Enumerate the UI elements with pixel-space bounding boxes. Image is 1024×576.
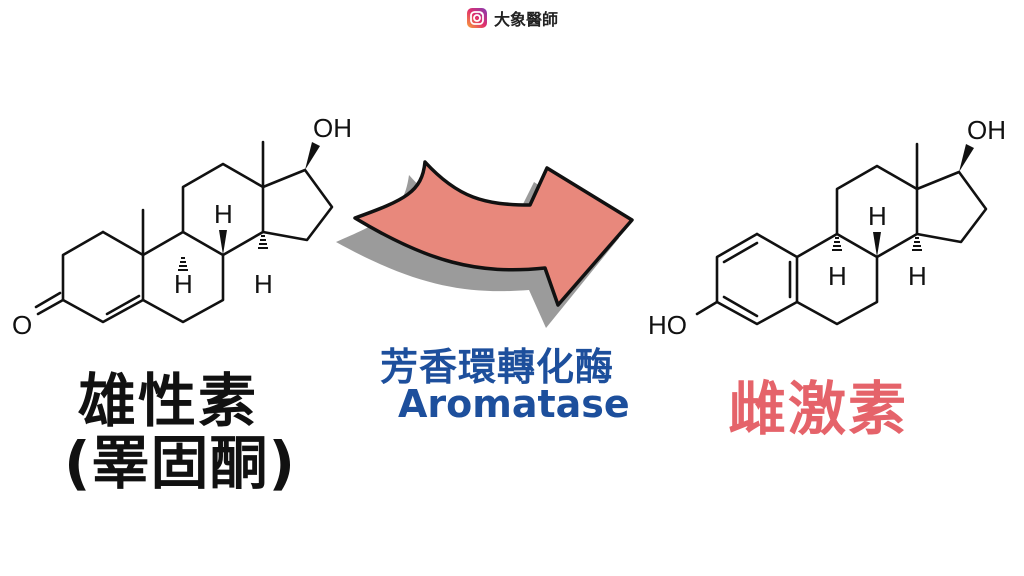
estradiol-oh-label: OH (967, 115, 1006, 145)
androgen-title: 雄性素 (78, 367, 259, 435)
brand: 大象醫師 (466, 6, 558, 30)
oh-wedge (305, 142, 320, 170)
h-wedge-8 (219, 230, 227, 255)
testo-h8-label: H (214, 199, 233, 229)
h-hash-9 (178, 257, 188, 271)
estradiol-h8-label: H (868, 201, 887, 231)
h-hash-14 (258, 235, 268, 249)
testo-oh-label: OH (313, 113, 352, 143)
testo-h9-label: H (174, 269, 193, 299)
h-wedge-estradiol-8 (873, 232, 881, 257)
testosterone-subtitle: (睪固酮) (64, 429, 297, 497)
oh-wedge-estradiol (959, 144, 974, 172)
testosterone-structure (34, 140, 334, 324)
testo-h14-label: H (254, 269, 273, 299)
aromatase-title: 芳香環轉化酶 (380, 345, 615, 389)
h-hash-estradiol-9 (832, 237, 842, 251)
estrogen-title: 雌激素 (728, 375, 909, 443)
estradiol-h9-label: H (828, 261, 847, 291)
testo-o-label: O (12, 310, 32, 340)
h-hash-estradiol-14 (912, 237, 922, 251)
brand-name: 大象醫師 (494, 10, 559, 29)
estradiol-h14-label: H (908, 261, 927, 291)
instagram-icon (467, 8, 487, 28)
estradiol-ho-label: HO (648, 310, 687, 340)
estradiol-structure (695, 142, 988, 326)
aromatase-subtitle: Aromatase (398, 382, 630, 426)
curved-arrow-icon (336, 160, 634, 328)
